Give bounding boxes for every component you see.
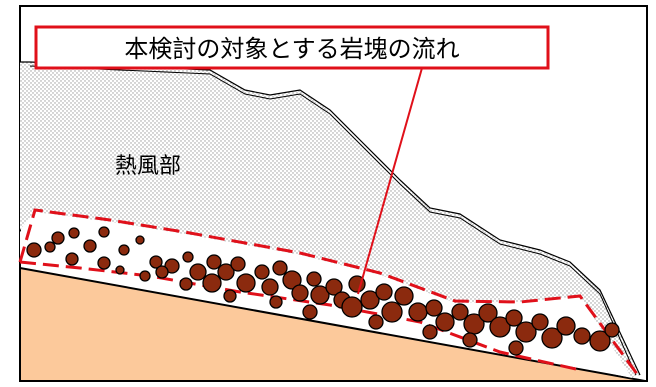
callout-box [34,25,550,70]
boulder [360,290,380,310]
boulder [155,265,169,279]
boulder [604,322,620,338]
boulder [291,284,309,302]
boulder [489,316,511,338]
boulder [515,321,537,343]
boulder [505,309,523,327]
boulder [230,256,246,272]
boulder [381,301,403,323]
boulder [115,265,125,275]
boulder [149,255,163,269]
boulder [531,313,549,331]
boulder [310,285,330,305]
boulder [541,327,563,349]
callout-text: 本検討の対象とする岩塊の流れ [124,35,459,63]
boulder [135,235,145,245]
ground-surface-line [20,61,641,376]
boulder [223,289,237,303]
boulder [139,270,151,282]
boulder [408,302,428,322]
boulder [462,332,478,348]
boulder [65,252,79,266]
boulder [269,295,283,309]
boulder [83,239,97,253]
boulder [189,263,207,281]
boulder [272,260,288,276]
boulder [451,303,469,321]
boulder [182,251,194,263]
boulder [206,254,222,270]
boulder [44,241,56,253]
boulder [51,231,65,245]
boulder [254,264,270,280]
boulder [573,327,591,345]
boulder [375,283,393,301]
boulder [422,324,438,340]
flow-boundary-dashed [18,208,642,379]
ground-surface-line-2 [29,65,637,376]
boulder [341,296,363,318]
boulder [164,258,180,274]
boulder [97,256,111,270]
boulder [478,303,498,323]
boulder [325,278,343,296]
boulder [202,273,222,293]
boulder [302,304,318,320]
boulder [306,271,322,287]
boulder [425,299,443,317]
boulder [217,263,235,281]
boulder [435,312,455,332]
boulder [236,273,256,293]
boulder-group [26,226,620,356]
boulder [589,330,611,352]
boulder [508,340,524,356]
boulder [261,278,279,296]
boulder [118,244,130,256]
boulder [26,242,42,258]
boulder [68,227,80,239]
weathered-zone [20,62,640,378]
boulder [282,270,302,290]
boulder [98,226,110,238]
boulder [179,277,193,291]
boulder [394,286,414,306]
boulder [556,316,576,336]
weathered-zone-label: 熱風部 [115,154,181,179]
bedrock [19,266,646,382]
callout-pointer [357,67,423,295]
boulder [368,314,384,330]
